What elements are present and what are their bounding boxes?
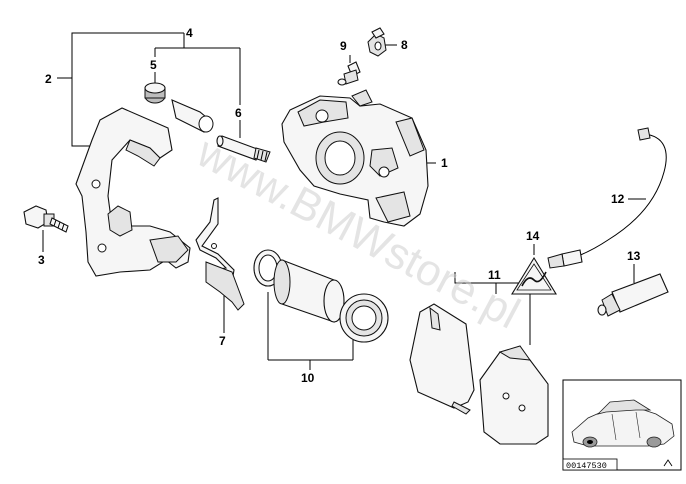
guide-boot-sleeve bbox=[144, 82, 214, 133]
piston-seals bbox=[253, 249, 389, 343]
callout-numbers: 1 2 3 4 5 6 7 8 9 10 11 12 13 14 bbox=[38, 26, 641, 385]
callout-6: 6 bbox=[235, 106, 242, 120]
dust-cap bbox=[367, 27, 387, 57]
callout-4: 4 bbox=[186, 26, 193, 40]
caliper-carrier bbox=[75, 107, 191, 277]
callout-5: 5 bbox=[150, 58, 157, 72]
guide-pin bbox=[216, 135, 271, 163]
brake-pads bbox=[409, 303, 549, 445]
callout-12: 12 bbox=[611, 192, 625, 206]
car-thumbnail: 00147530 bbox=[562, 379, 682, 471]
caliper-housing bbox=[281, 89, 429, 227]
callout-3: 3 bbox=[38, 253, 45, 267]
callout-7: 7 bbox=[219, 334, 226, 348]
warning-triangle bbox=[511, 256, 557, 295]
wear-sensor bbox=[547, 127, 667, 269]
callout-14: 14 bbox=[526, 229, 540, 243]
callout-10: 10 bbox=[301, 371, 315, 385]
callout-8: 8 bbox=[401, 38, 408, 52]
callout-2: 2 bbox=[45, 72, 52, 86]
grease-tube bbox=[597, 273, 669, 317]
mounting-bolt bbox=[23, 205, 69, 233]
callout-13: 13 bbox=[627, 249, 641, 263]
reference-code: 00147530 bbox=[566, 461, 607, 471]
spring-clip bbox=[195, 197, 245, 311]
callout-1: 1 bbox=[441, 156, 448, 170]
callout-lines bbox=[42, 32, 646, 370]
callout-9: 9 bbox=[340, 39, 347, 53]
callout-11: 11 bbox=[488, 268, 501, 282]
bleed-valve bbox=[337, 61, 361, 86]
